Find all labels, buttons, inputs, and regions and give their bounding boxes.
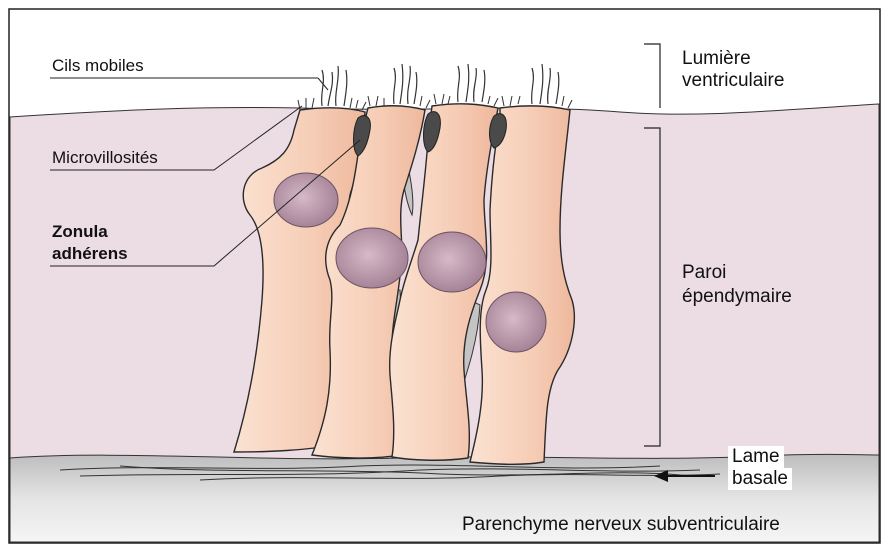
label-lumiere-line2: ventriculaire	[682, 70, 784, 92]
label-lame-line1: Lame	[728, 446, 784, 468]
label-parenchyme: Parenchyme nerveux subventriculaire	[462, 514, 780, 536]
label-microvillosites: Microvillosités	[52, 148, 158, 168]
label-lumiere-line1: Lumière	[682, 48, 751, 70]
label-zonula-line1: Zonula	[52, 222, 108, 242]
label-zonula-line2: adhérens	[52, 244, 128, 264]
label-paroi-line1: Paroi	[682, 262, 726, 284]
label-lame-line2: basale	[728, 468, 792, 490]
label-cils-mobiles: Cils mobiles	[52, 56, 144, 76]
label-paroi-line2: épendymaire	[682, 286, 792, 308]
